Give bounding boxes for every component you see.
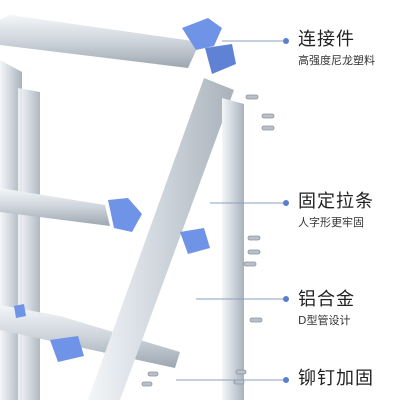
callout-aluminum: 铝合金 D型管设计 bbox=[298, 290, 355, 328]
connector-top bbox=[182, 18, 236, 74]
callout-brace: 固定拉条 人字形更牢固 bbox=[298, 192, 374, 230]
callout-title: 铆钉加固 bbox=[298, 368, 374, 389]
connector-small bbox=[14, 304, 26, 318]
callout-description: 人字形更牢固 bbox=[298, 216, 364, 229]
connector-middle bbox=[108, 198, 142, 232]
callout-title: 连接件 bbox=[298, 29, 355, 50]
connector-lower bbox=[50, 336, 84, 362]
callout-connector: 连接件 高强度尼龙塑料 bbox=[298, 30, 375, 68]
callout-title: 铝合金 bbox=[298, 289, 355, 310]
callout-rivet: 铆钉加固 bbox=[298, 369, 374, 389]
callout-description: 高强度尼龙塑料 bbox=[298, 54, 375, 67]
leader-bullets bbox=[283, 38, 289, 383]
right-vertical-rail bbox=[222, 98, 244, 400]
step-top bbox=[0, 15, 200, 68]
front-diagonal-rail bbox=[88, 78, 234, 400]
rivets bbox=[141, 94, 275, 387]
callout-description: D型管设计 bbox=[298, 314, 351, 327]
leader-lines bbox=[176, 40, 286, 381]
callout-title: 固定拉条 bbox=[298, 191, 374, 212]
left-inner-rail bbox=[18, 88, 40, 400]
step-middle bbox=[0, 188, 110, 226]
connector-side bbox=[180, 228, 210, 254]
